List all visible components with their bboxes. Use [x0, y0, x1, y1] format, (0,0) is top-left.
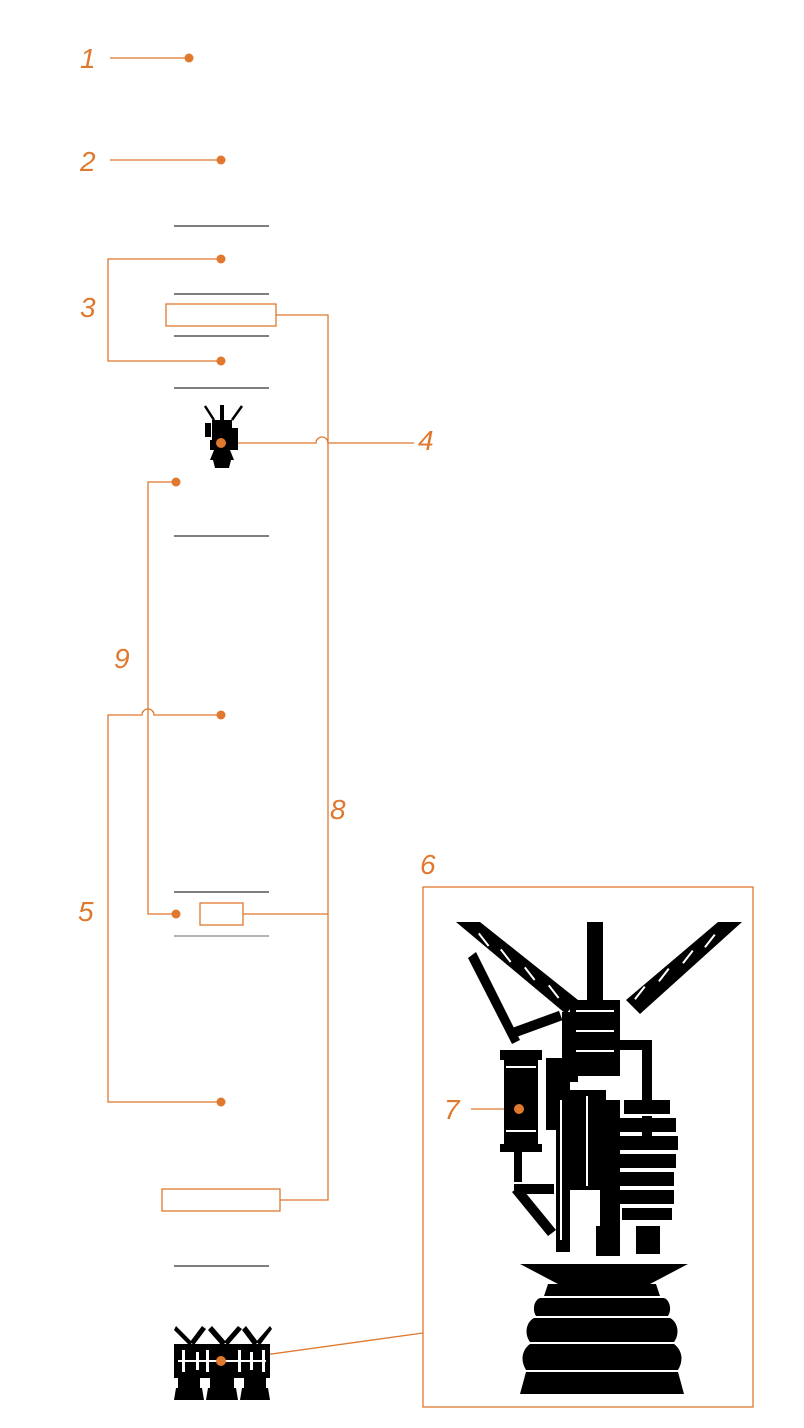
callout-dot-4 [216, 438, 226, 448]
callout-markers [171, 53, 524, 1366]
callout-dot-3b [216, 356, 226, 366]
leader-lines [107, 57, 519, 1362]
callout-4: 4 [418, 425, 434, 456]
callout-dot-9b [171, 909, 181, 919]
callout-dot-1 [184, 53, 194, 63]
small-engine-icon [203, 405, 244, 468]
callout-1: 1 [80, 43, 96, 74]
leader-line-8 [276, 314, 329, 1201]
callout-dot-2 [216, 155, 226, 165]
callout-9: 9 [114, 643, 130, 674]
callout-8: 8 [330, 794, 346, 825]
leader-bracket-3 [107, 258, 221, 362]
component-boxes [161, 303, 754, 1408]
leader-bracket-5 [107, 708, 221, 1103]
leader-bracket-9 [147, 481, 176, 915]
component-box-middle [199, 902, 244, 926]
callout-6: 6 [420, 849, 436, 880]
detail-frame-6 [422, 886, 754, 1408]
component-box-upper [165, 303, 277, 327]
callout-dot-5b [216, 1097, 226, 1107]
callout-dot-5a [216, 710, 226, 720]
callout-7: 7 [444, 1094, 461, 1125]
callout-5: 5 [78, 896, 94, 927]
callout-3: 3 [80, 292, 96, 323]
callout-dot-6 [216, 1356, 226, 1366]
leader-line-4 [221, 436, 414, 444]
callout-2: 2 [79, 146, 96, 177]
callout-dot-9a [171, 477, 181, 487]
callout-dot-3a [216, 254, 226, 264]
stage-separator-rules [174, 225, 269, 1267]
callout-dot-7 [514, 1104, 524, 1114]
component-box-lower [161, 1188, 281, 1212]
engine-detail-illustration [456, 922, 742, 1394]
